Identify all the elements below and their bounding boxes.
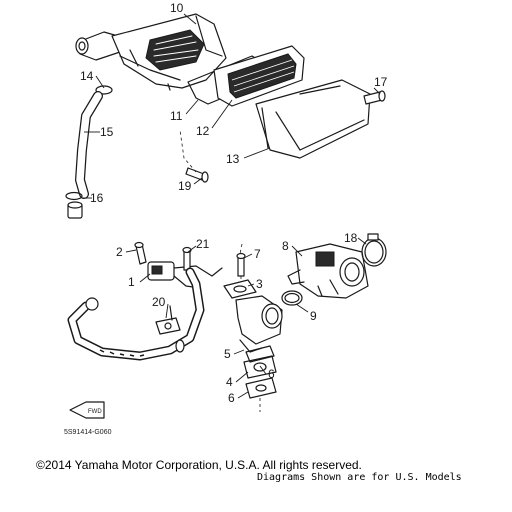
callout-numbers: 10 14 15 16 11 12 13 17 19 2 21 1 20 7 3… (64, 1, 388, 436)
drain-plug (67, 201, 83, 219)
manifold-gasket-lower (245, 377, 277, 399)
callout-18: 18 (344, 231, 358, 245)
case-cover (255, 79, 371, 159)
callout-4: 4 (226, 375, 233, 389)
joint-clamp (281, 290, 303, 306)
hose-clip (65, 191, 83, 201)
leader-lines (82, 13, 381, 399)
breather-hose (75, 91, 103, 199)
case-bolt (185, 167, 209, 183)
diagram-code: 5S91414-G060 (64, 429, 112, 436)
copyright-text: ©2014 Yamaha Motor Corporation, U.S.A. A… (36, 458, 362, 472)
hose-clamp-upper (95, 85, 113, 95)
callout-6-upper: 6 (268, 367, 275, 381)
throttle-body (287, 243, 369, 299)
callout-2: 2 (116, 245, 123, 259)
callout-19: 19 (178, 179, 192, 193)
callout-17: 17 (374, 75, 388, 89)
cover-screw (363, 90, 386, 105)
callout-6-lower: 6 (228, 391, 235, 405)
air-cleaner-case (75, 13, 227, 91)
callout-12: 12 (196, 124, 210, 138)
callout-14: 14 (80, 69, 94, 83)
intake-joint (235, 295, 283, 353)
models-disclaimer: Diagrams Shown are for U.S. Models (257, 472, 462, 483)
sensor-bolt (134, 241, 147, 265)
manifold-flange (223, 279, 257, 299)
air-filter-element (213, 45, 305, 107)
throttle-body-clamp (361, 233, 387, 267)
callout-21: 21 (196, 237, 210, 251)
callout-11: 11 (170, 109, 183, 123)
callout-8: 8 (282, 239, 289, 253)
forward-arrow-icon: FWD (69, 401, 105, 419)
callout-7: 7 (254, 247, 261, 261)
manifold-bolt (236, 252, 246, 277)
fwd-label: FWD (88, 409, 102, 415)
mounting-bracket (155, 305, 181, 335)
callout-20: 20 (152, 295, 166, 309)
callout-16: 16 (90, 191, 104, 205)
callout-15: 15 (100, 125, 114, 139)
callout-10: 10 (170, 1, 184, 15)
callout-3: 3 (256, 277, 263, 291)
callout-1: 1 (128, 275, 135, 289)
callout-5: 5 (224, 347, 231, 361)
manifold-gasket-upper (245, 345, 275, 363)
vacuum-pipe (67, 267, 205, 361)
callout-9: 9 (310, 309, 317, 323)
callout-13: 13 (226, 152, 240, 166)
